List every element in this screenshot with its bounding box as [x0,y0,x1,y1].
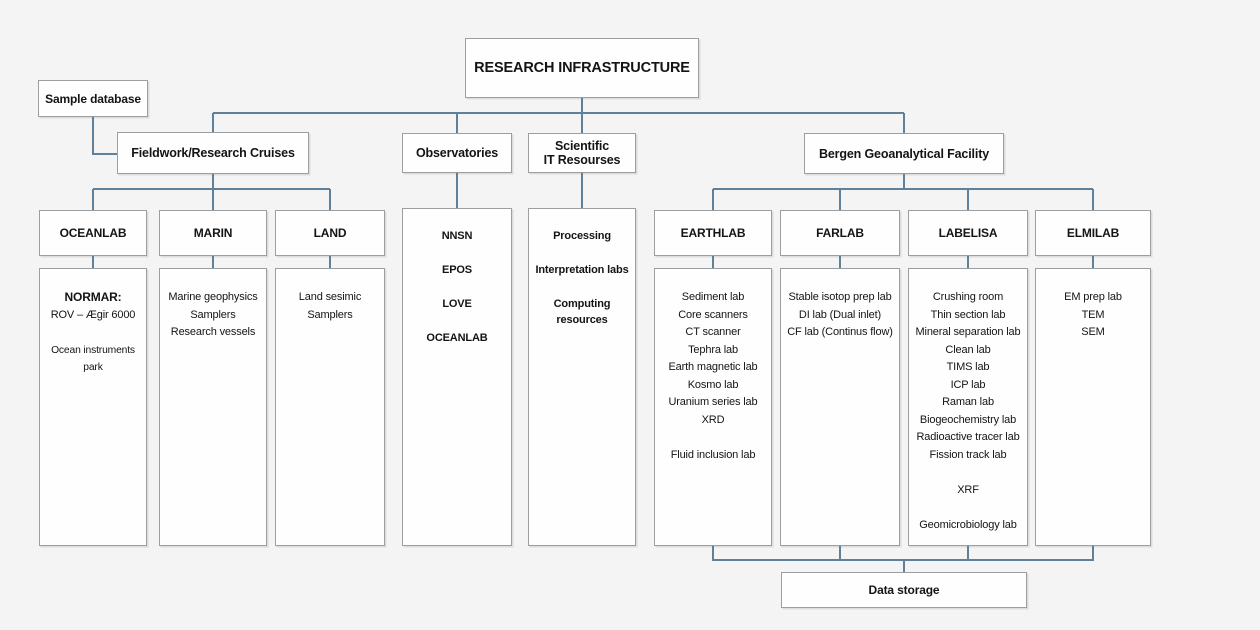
list-item: TEM [1081,308,1105,321]
node-labelisa: LABELISA [908,210,1028,256]
list-item: CT scanner [685,326,741,338]
list-item: Sediment lab [681,291,745,303]
list-item: Interpretation labs [535,264,629,276]
list-item: Radioactive tracer lab [916,431,1020,443]
list-item: CF lab (Continus flow) [787,326,893,338]
list-item: Crushing room [932,291,1004,303]
list-item: Tephra lab [688,343,738,356]
node-observatories: Observatories [402,133,512,173]
list-item: LOVE [442,298,472,310]
connector-fieldwork-tree [92,174,331,210]
list-item: Earth magnetic lab [668,361,758,373]
node-bergen-geoanalytical-facility: Bergen Geoanalytical Facility [804,133,1004,174]
node-farlab-items: Stable isotop prep lab DI lab (Dual inlet… [780,268,900,546]
list-item: Marine geophysics [168,291,258,303]
node-sample-database-label: Sample database [45,91,141,106]
list-item: Fission track lab [929,448,1007,461]
node-labelisa-label: LABELISA [938,226,998,240]
list-item: Processing [553,230,611,242]
node-scientific-it-resourses: Scientific IT Resourses [528,133,636,173]
node-research-infrastructure-label: RESEARCH INFRASTRUCTURE [474,60,690,76]
node-land-label: LAND [313,226,347,240]
list-item: Uranium series lab [668,396,758,408]
node-scientific-it-label-line2: IT Resourses [543,153,621,167]
connector-data-storage-tree [712,546,1094,572]
list-item [912,464,1024,482]
node-bergen-label: Bergen Geoanalytical Facility [818,146,990,161]
list-item: Raman lab [942,396,994,408]
node-elmilab-label: ELMILAB [1066,226,1120,240]
list-item: NNSN [441,230,473,242]
list-item: SEM [1081,326,1105,338]
oceanlab-note: Ocean instruments park [51,344,135,374]
node-earthlab-label: EARTHLAB [680,226,746,240]
list-item: XRF [957,483,979,496]
node-elmilab: ELMILAB [1035,210,1151,256]
list-item: Land sesimic [298,291,362,303]
node-data-storage: Data storage [781,572,1027,608]
list-item: Biogeochemistry lab [919,413,1017,426]
list-item: TIMS lab [946,361,990,373]
connector-sample-database [92,117,118,155]
node-sample-database: Sample database [38,80,148,117]
list-item: Geomicrobiology lab [919,518,1017,531]
list-item: Computing resources [553,298,611,326]
connector-header-stubs [92,256,1094,268]
node-oceanlab-label: OCEANLAB [59,226,127,240]
list-item: Research vessels [170,326,256,338]
list-item: Stable isotop prep lab [788,291,892,303]
node-marin: MARIN [159,210,267,256]
list-item [658,429,768,447]
node-data-storage-label: Data storage [868,583,940,597]
node-fieldwork-research-cruises: Fieldwork/Research Cruises [117,132,309,174]
list-item: ICP lab [950,378,986,391]
list-item: Clean lab [945,343,991,356]
list-item: OCEANLAB [426,332,488,344]
list-item: Samplers [307,308,353,321]
list-item: Core scanners [678,308,748,321]
node-oceanlab-items: NORMAR: ROV – Ægir 6000 Ocean instrument… [39,268,147,546]
list-item: XRD [701,413,725,426]
node-marin-label: MARIN [193,226,233,240]
list-item: DI lab (Dual inlet) [798,308,882,321]
list-item [912,499,1024,517]
list-item: Fluid inclusion lab [670,448,756,461]
list-item: Kosmo lab [687,378,739,391]
node-fieldwork-label: Fieldwork/Research Cruises [131,146,295,160]
node-observatories-label: Observatories [415,146,499,160]
list-item: Thin section lab [930,308,1006,321]
node-scientific-it-label-line1: Scientific [554,139,610,153]
list-item: EPOS [442,264,472,276]
list-item: Mineral separation lab [915,326,1021,338]
node-research-infrastructure: RESEARCH INFRASTRUCTURE [465,38,699,98]
list-item: EM prep lab [1064,291,1122,303]
node-oceanlab: OCEANLAB [39,210,147,256]
node-farlab-label: FARLAB [816,226,864,240]
node-land: LAND [275,210,385,256]
oceanlab-heading: NORMAR: [64,290,122,304]
list-item: Samplers [190,308,236,321]
connector-bergen-tree [712,174,1094,210]
oceanlab-spacer [43,324,143,342]
oceanlab-subheading: ROV – Ægir 6000 [50,308,136,321]
node-earthlab: EARTHLAB [654,210,772,256]
node-farlab: FARLAB [780,210,900,256]
node-observatories-items: NNSN EPOS LOVE OCEANLAB [402,208,512,546]
